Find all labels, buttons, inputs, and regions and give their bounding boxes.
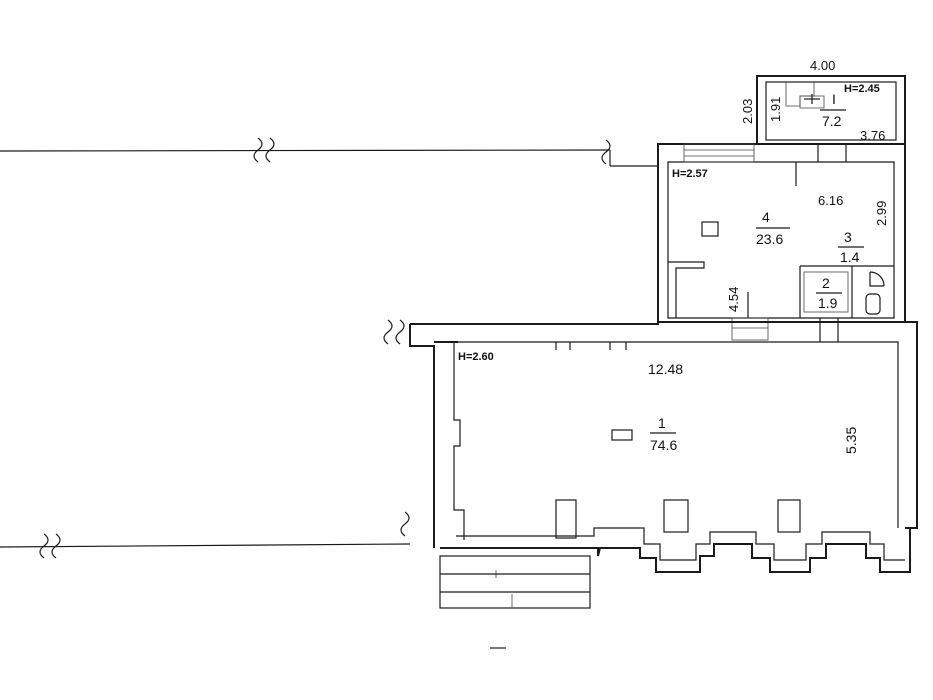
porch-height-label: H=2.45 [844,83,880,95]
room1-number: 1 [658,415,666,431]
room1-width-dimension: 12.48 [648,361,683,377]
corridor-lines [0,137,658,559]
room4-dimension-a: 6.16 [818,193,843,208]
porch-area: 7.2 [822,113,842,129]
room4-number: 4 [762,209,770,225]
room1-depth-dimension: 5.35 [843,427,859,454]
porch-inner-dimension: 1.91 [768,97,783,122]
room2-area: 1.9 [818,295,838,311]
room4-dimension-b: 2.99 [874,201,889,226]
upper-block-walls [657,143,906,342]
room1-area: 74.6 [650,437,677,453]
room4-dimension-c: 4.54 [726,287,741,312]
porch-width-dimension: 4.00 [810,58,835,73]
room4-area: 23.6 [756,231,783,247]
room3-area: 1.4 [840,249,860,265]
porch-side-dimension: 3.76 [860,128,885,143]
room1-height-label: H=2.60 [458,351,494,363]
porch-number: I [832,91,836,107]
room3-number: 3 [844,229,852,245]
porch-depth-dimension: 2.03 [740,99,755,124]
room2-number: 2 [822,275,830,291]
main-hall-walls [409,321,918,649]
room4-height-label: H=2.57 [672,168,708,180]
